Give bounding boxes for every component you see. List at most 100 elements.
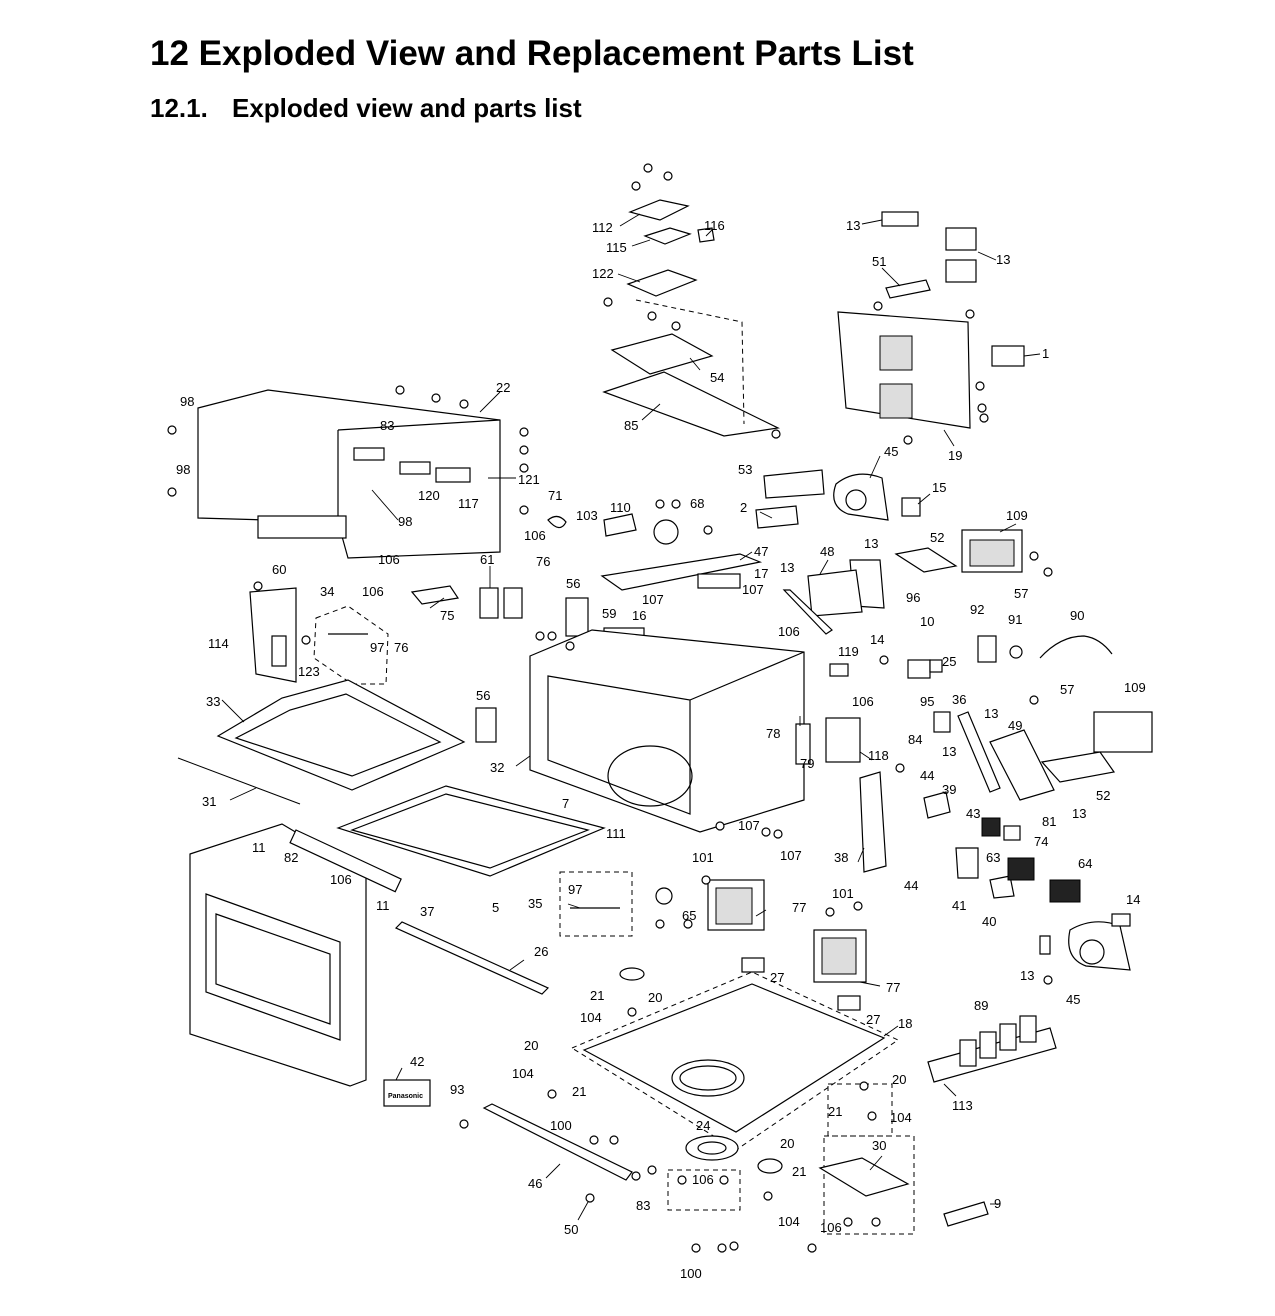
part-25-part (929, 659, 943, 673)
callout-15: 15 (932, 480, 946, 495)
callout-107: 107 (738, 818, 760, 833)
callout-77: 77 (792, 900, 806, 915)
callout-46: 46 (528, 1176, 542, 1191)
callout-51: 51 (872, 254, 886, 269)
part-79-fuse (795, 723, 811, 765)
callout-20: 20 (780, 1136, 794, 1151)
callout-107: 107 (642, 592, 664, 607)
callout-35: 35 (528, 896, 542, 911)
callout-20: 20 (892, 1072, 906, 1087)
callout-68: 68 (690, 496, 704, 511)
callout-78: 78 (766, 726, 780, 741)
part-drawings: Panasonic (167, 163, 1153, 1253)
callout-16: 16 (632, 608, 646, 623)
callout-59: 59 (602, 606, 616, 621)
callout-57: 57 (1060, 682, 1074, 697)
callout-13: 13 (1072, 806, 1086, 821)
part-18-base (582, 983, 886, 1133)
callout-89: 89 (974, 998, 988, 1013)
callout-48: 48 (820, 544, 834, 559)
callout-90: 90 (1070, 608, 1084, 623)
callout-112: 112 (592, 220, 613, 235)
callout-77: 77 (886, 980, 900, 995)
callout-13: 13 (1020, 968, 1034, 983)
callout-26: 26 (534, 944, 548, 959)
callout-106: 106 (778, 624, 800, 639)
part-61-cap-b (503, 587, 523, 619)
callout-36: 36 (952, 692, 966, 707)
callout-104: 104 (580, 1010, 602, 1025)
callout-115: 115 (606, 240, 627, 255)
part-91-lamp (1009, 645, 1023, 659)
part-13-strip-e (957, 711, 1001, 793)
callout-106: 106 (692, 1172, 714, 1187)
callout-21: 21 (590, 988, 604, 1003)
callout-40: 40 (982, 914, 996, 929)
callout-2: 2 (740, 500, 747, 515)
callout-11: 11 (252, 840, 266, 855)
callout-100: 100 (550, 1118, 572, 1133)
callout-98: 98 (180, 394, 194, 409)
part-89-relay-a (959, 1039, 977, 1067)
callout-106: 106 (362, 584, 384, 599)
part-24-ring (685, 1135, 739, 1161)
callout-121: 121 (518, 472, 540, 487)
callout-13: 13 (984, 706, 998, 721)
callout-82: 82 (284, 850, 298, 865)
callout-123: 123 (298, 664, 320, 679)
callout-54: 54 (710, 370, 724, 385)
part-41-switch (955, 847, 979, 879)
callout-20: 20 (648, 990, 662, 1005)
part-64-switch (1049, 879, 1081, 903)
screws (167, 163, 1053, 1253)
part-39-lever (923, 791, 951, 819)
part-65-motor (655, 887, 673, 905)
callout-52: 52 (1096, 788, 1110, 803)
callout-21: 21 (792, 1164, 806, 1179)
part-68-stirrer (653, 519, 679, 545)
callout-109: 109 (1124, 680, 1146, 695)
part-56-sheet-b (475, 707, 497, 743)
callout-30: 30 (872, 1138, 886, 1153)
part-119-sheet (829, 663, 849, 677)
part-32-cavity (529, 629, 805, 833)
part-20-roller (757, 1158, 783, 1174)
callout-114: 114 (208, 636, 229, 651)
callout-18: 18 (898, 1016, 912, 1031)
callout-97: 97 (568, 882, 582, 897)
part-15-block (901, 497, 921, 517)
part-114-bracket (249, 587, 297, 683)
callout-45: 45 (1066, 992, 1080, 1007)
callout-53: 53 (738, 462, 752, 477)
callout-43: 43 (966, 806, 980, 821)
callout-13: 13 (996, 252, 1010, 267)
callout-83: 83 (380, 418, 394, 433)
callout-64: 64 (1078, 856, 1092, 871)
brand-badge-text: Panasonic (388, 1093, 423, 1100)
part-90-cord (1039, 635, 1113, 659)
part-112-bracket (628, 199, 690, 221)
part-71-thermo (547, 515, 567, 529)
part-48-box (807, 569, 863, 617)
callout-106: 106 (852, 694, 874, 709)
callout-10: 10 (920, 614, 934, 629)
callout-71: 71 (548, 488, 562, 503)
callout-11: 11 (376, 898, 390, 913)
part-14-clip (1111, 913, 1131, 927)
callout-50: 50 (564, 1222, 578, 1237)
part-38-bracket (859, 771, 887, 873)
callout-24: 24 (696, 1118, 710, 1133)
callout-44: 44 (920, 768, 934, 783)
callout-20: 20 (524, 1038, 538, 1053)
section-title: 12 Exploded View and Replacement Parts L… (150, 34, 914, 73)
callout-100: 100 (680, 1266, 702, 1281)
callout-91: 91 (1008, 612, 1022, 627)
callout-63: 63 (986, 850, 1000, 865)
callout-75: 75 (440, 608, 454, 623)
part-2-sheet (755, 505, 799, 529)
callout-103: 103 (576, 508, 598, 523)
part-40-switch (989, 875, 1015, 899)
callout-49: 49 (1008, 718, 1022, 733)
part-60-strip (257, 515, 347, 539)
part-115-board (643, 227, 692, 245)
